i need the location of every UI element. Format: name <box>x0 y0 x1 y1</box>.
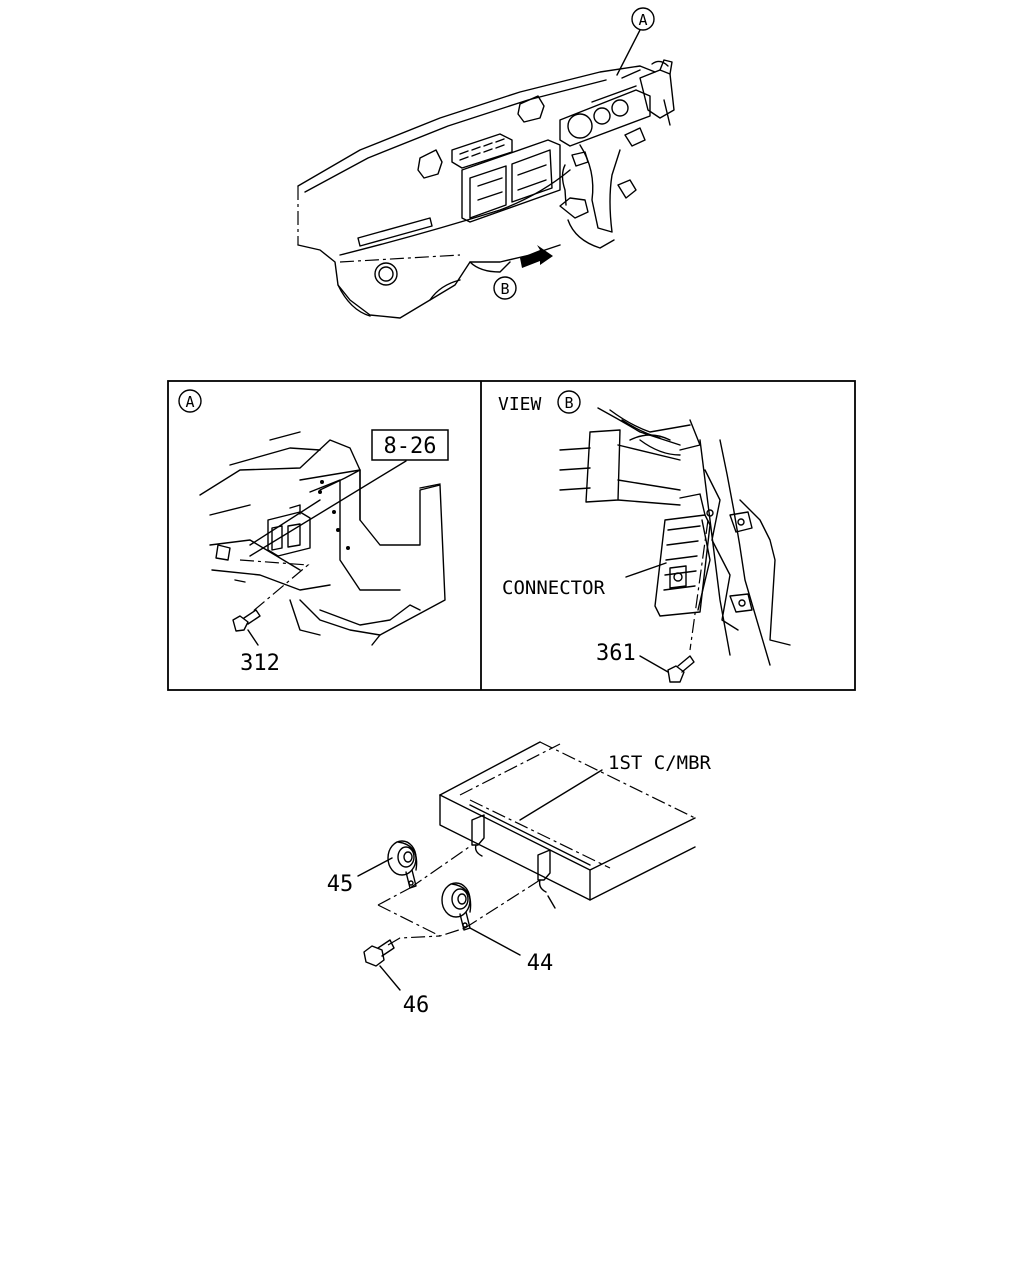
part-45: 45 <box>327 872 354 897</box>
dashboard-overview: A B <box>297 7 675 319</box>
part-44: 44 <box>527 951 554 976</box>
horn-45 <box>387 840 418 889</box>
detail-frame <box>167 380 856 691</box>
reference-label: 8-26 <box>384 434 437 459</box>
reference-box <box>371 429 449 461</box>
member-label: 1ST C/MBR <box>608 752 712 774</box>
panel-b: VIEW B <box>498 390 791 683</box>
horn-mounting: 1ST C/MBR 45 44 <box>327 741 712 1018</box>
callout-a-top: A <box>638 11 647 29</box>
bolt-46 <box>363 939 401 991</box>
view-label: VIEW <box>498 394 542 415</box>
connector-label: CONNECTOR <box>502 577 606 599</box>
panel-a: A 8-26 <box>178 389 449 676</box>
callout-b-top: B <box>500 280 509 298</box>
part-46: 46 <box>403 993 430 1018</box>
part-361: 361 <box>596 641 636 666</box>
callout-a-panel: A <box>185 393 194 411</box>
horn-44 <box>441 882 472 931</box>
detail-panels: A 8-26 <box>167 380 856 691</box>
callout-b-panel: B <box>564 394 573 412</box>
part-312: 312 <box>240 651 280 676</box>
